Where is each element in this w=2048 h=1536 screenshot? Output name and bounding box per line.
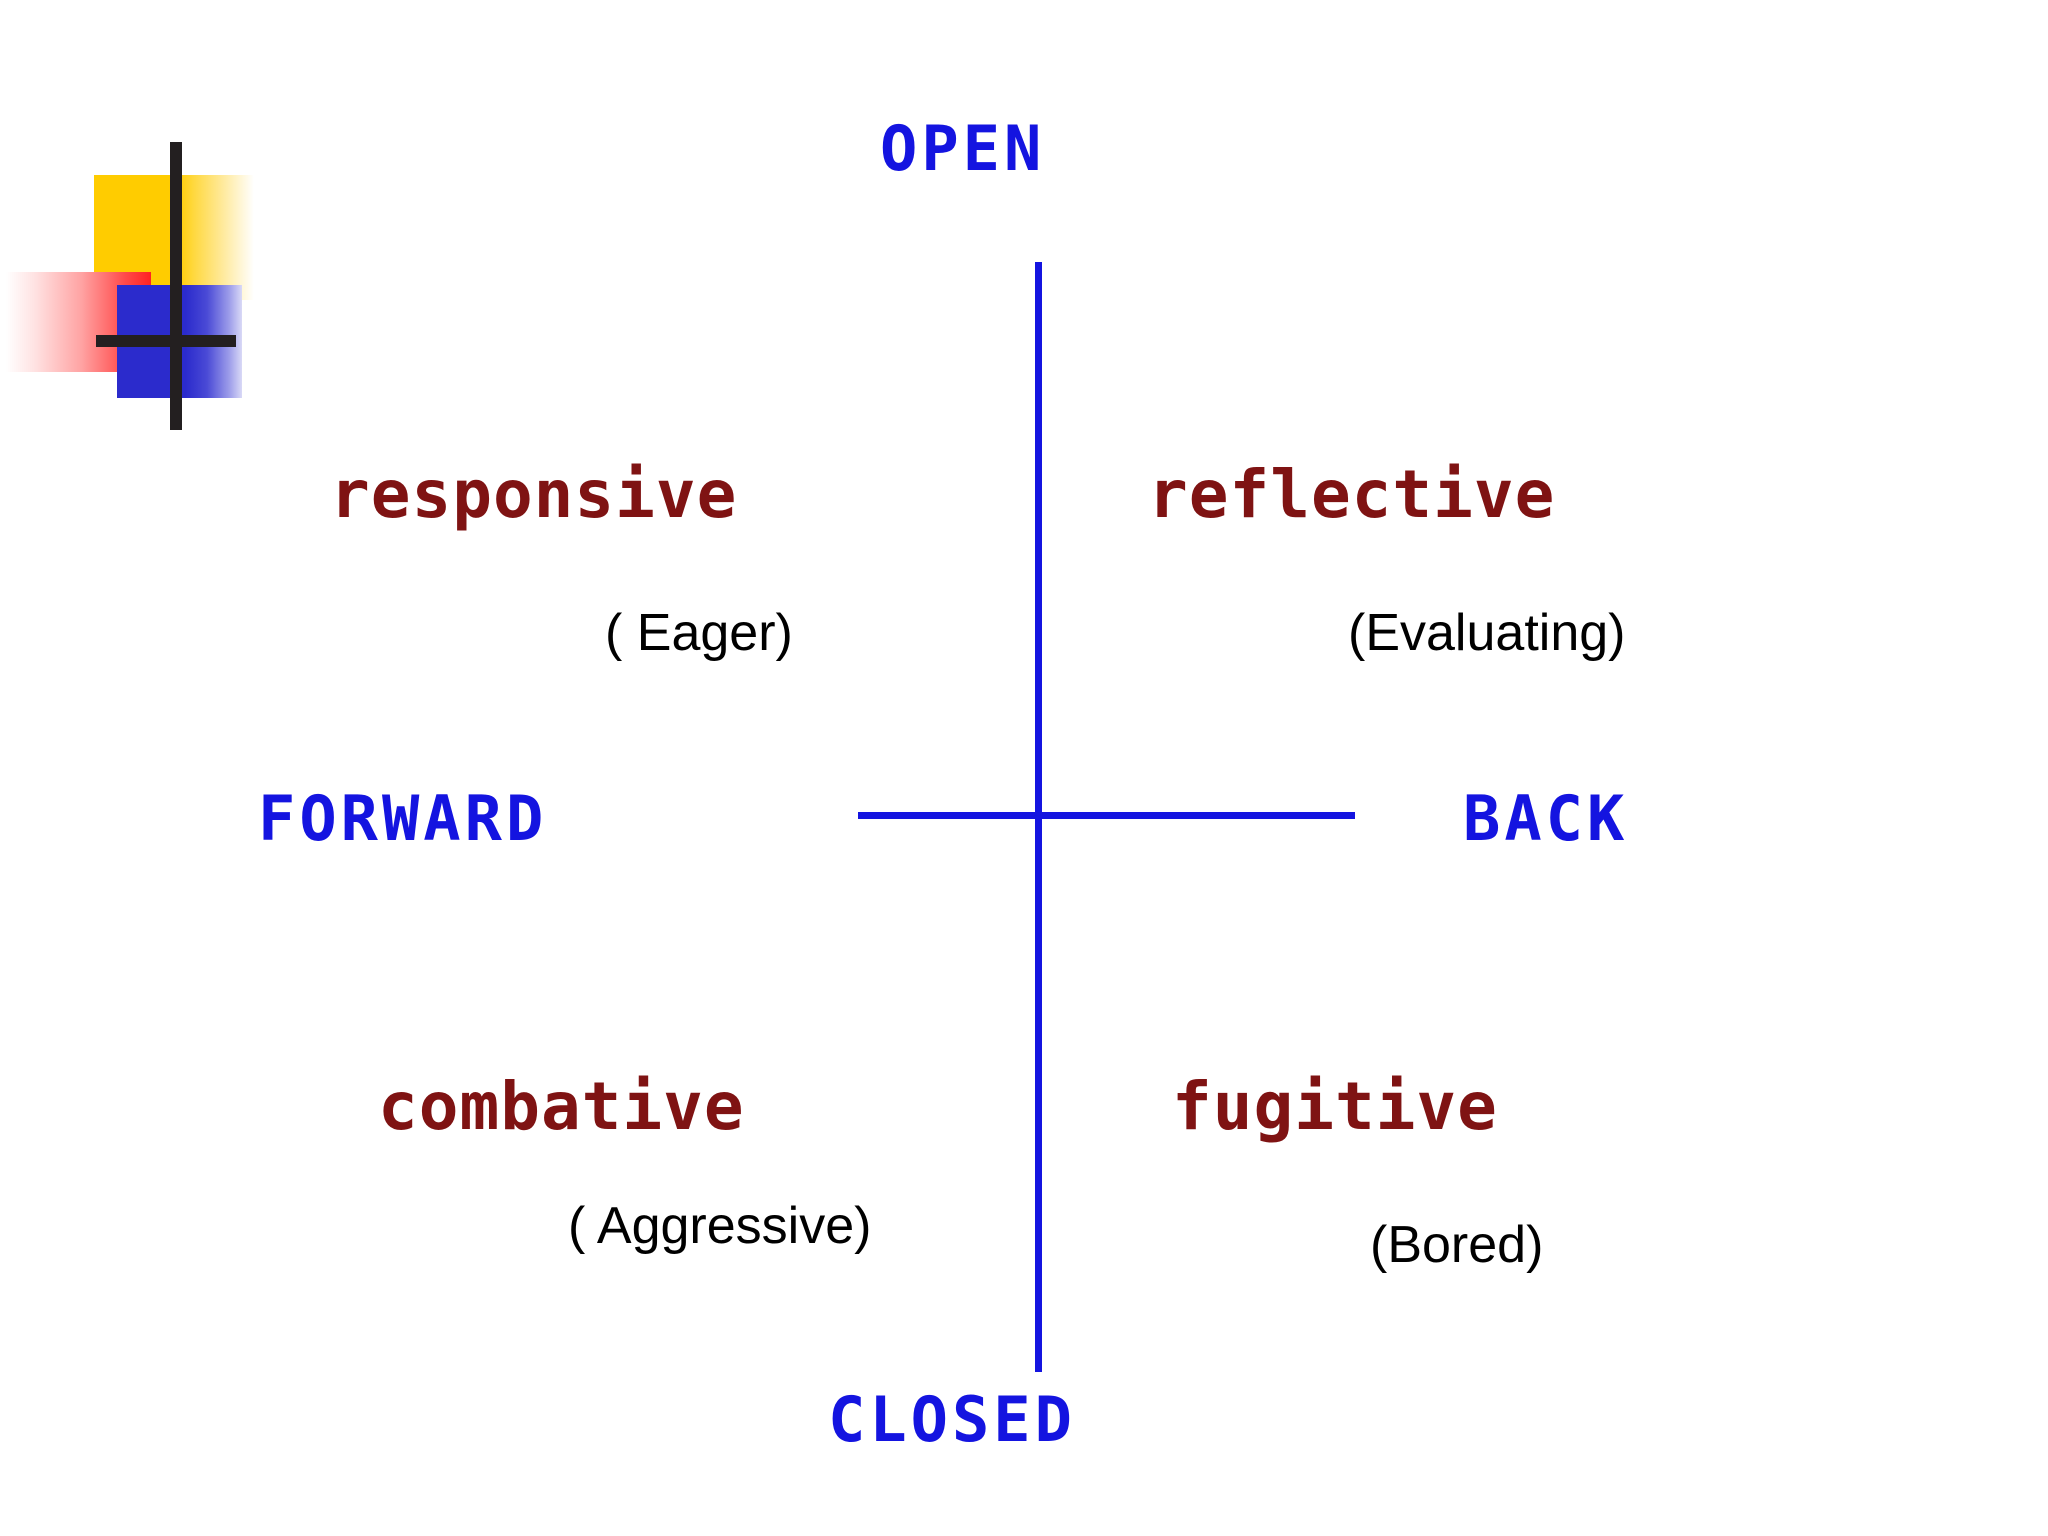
axis-label-open: OPEN <box>880 112 1046 185</box>
quadrant-subtitle-aggressive: ( Aggressive) <box>568 1197 872 1255</box>
horizontal-axis-line <box>858 812 1355 819</box>
quadrant-title-responsive: responsive <box>330 456 738 533</box>
quadrant-title-combative: combative <box>378 1068 745 1145</box>
axis-label-closed: CLOSED <box>828 1383 1076 1456</box>
quadrant-subtitle-evaluating: (Evaluating) <box>1348 604 1626 662</box>
logo-horizontal-bar <box>96 335 236 347</box>
quadrant-title-reflective: reflective <box>1148 456 1556 533</box>
blends-template-logo <box>6 142 264 475</box>
logo-vertical-bar <box>170 142 182 430</box>
axis-label-back: BACK <box>1463 782 1629 855</box>
quadrant-title-fugitive: fugitive <box>1172 1068 1498 1145</box>
axis-label-forward: FORWARD <box>258 782 548 855</box>
quadrant-subtitle-bored: (Bored) <box>1370 1216 1544 1274</box>
quadrant-subtitle-eager: ( Eager) <box>605 604 793 662</box>
logo-blue-foot-square <box>117 363 162 398</box>
